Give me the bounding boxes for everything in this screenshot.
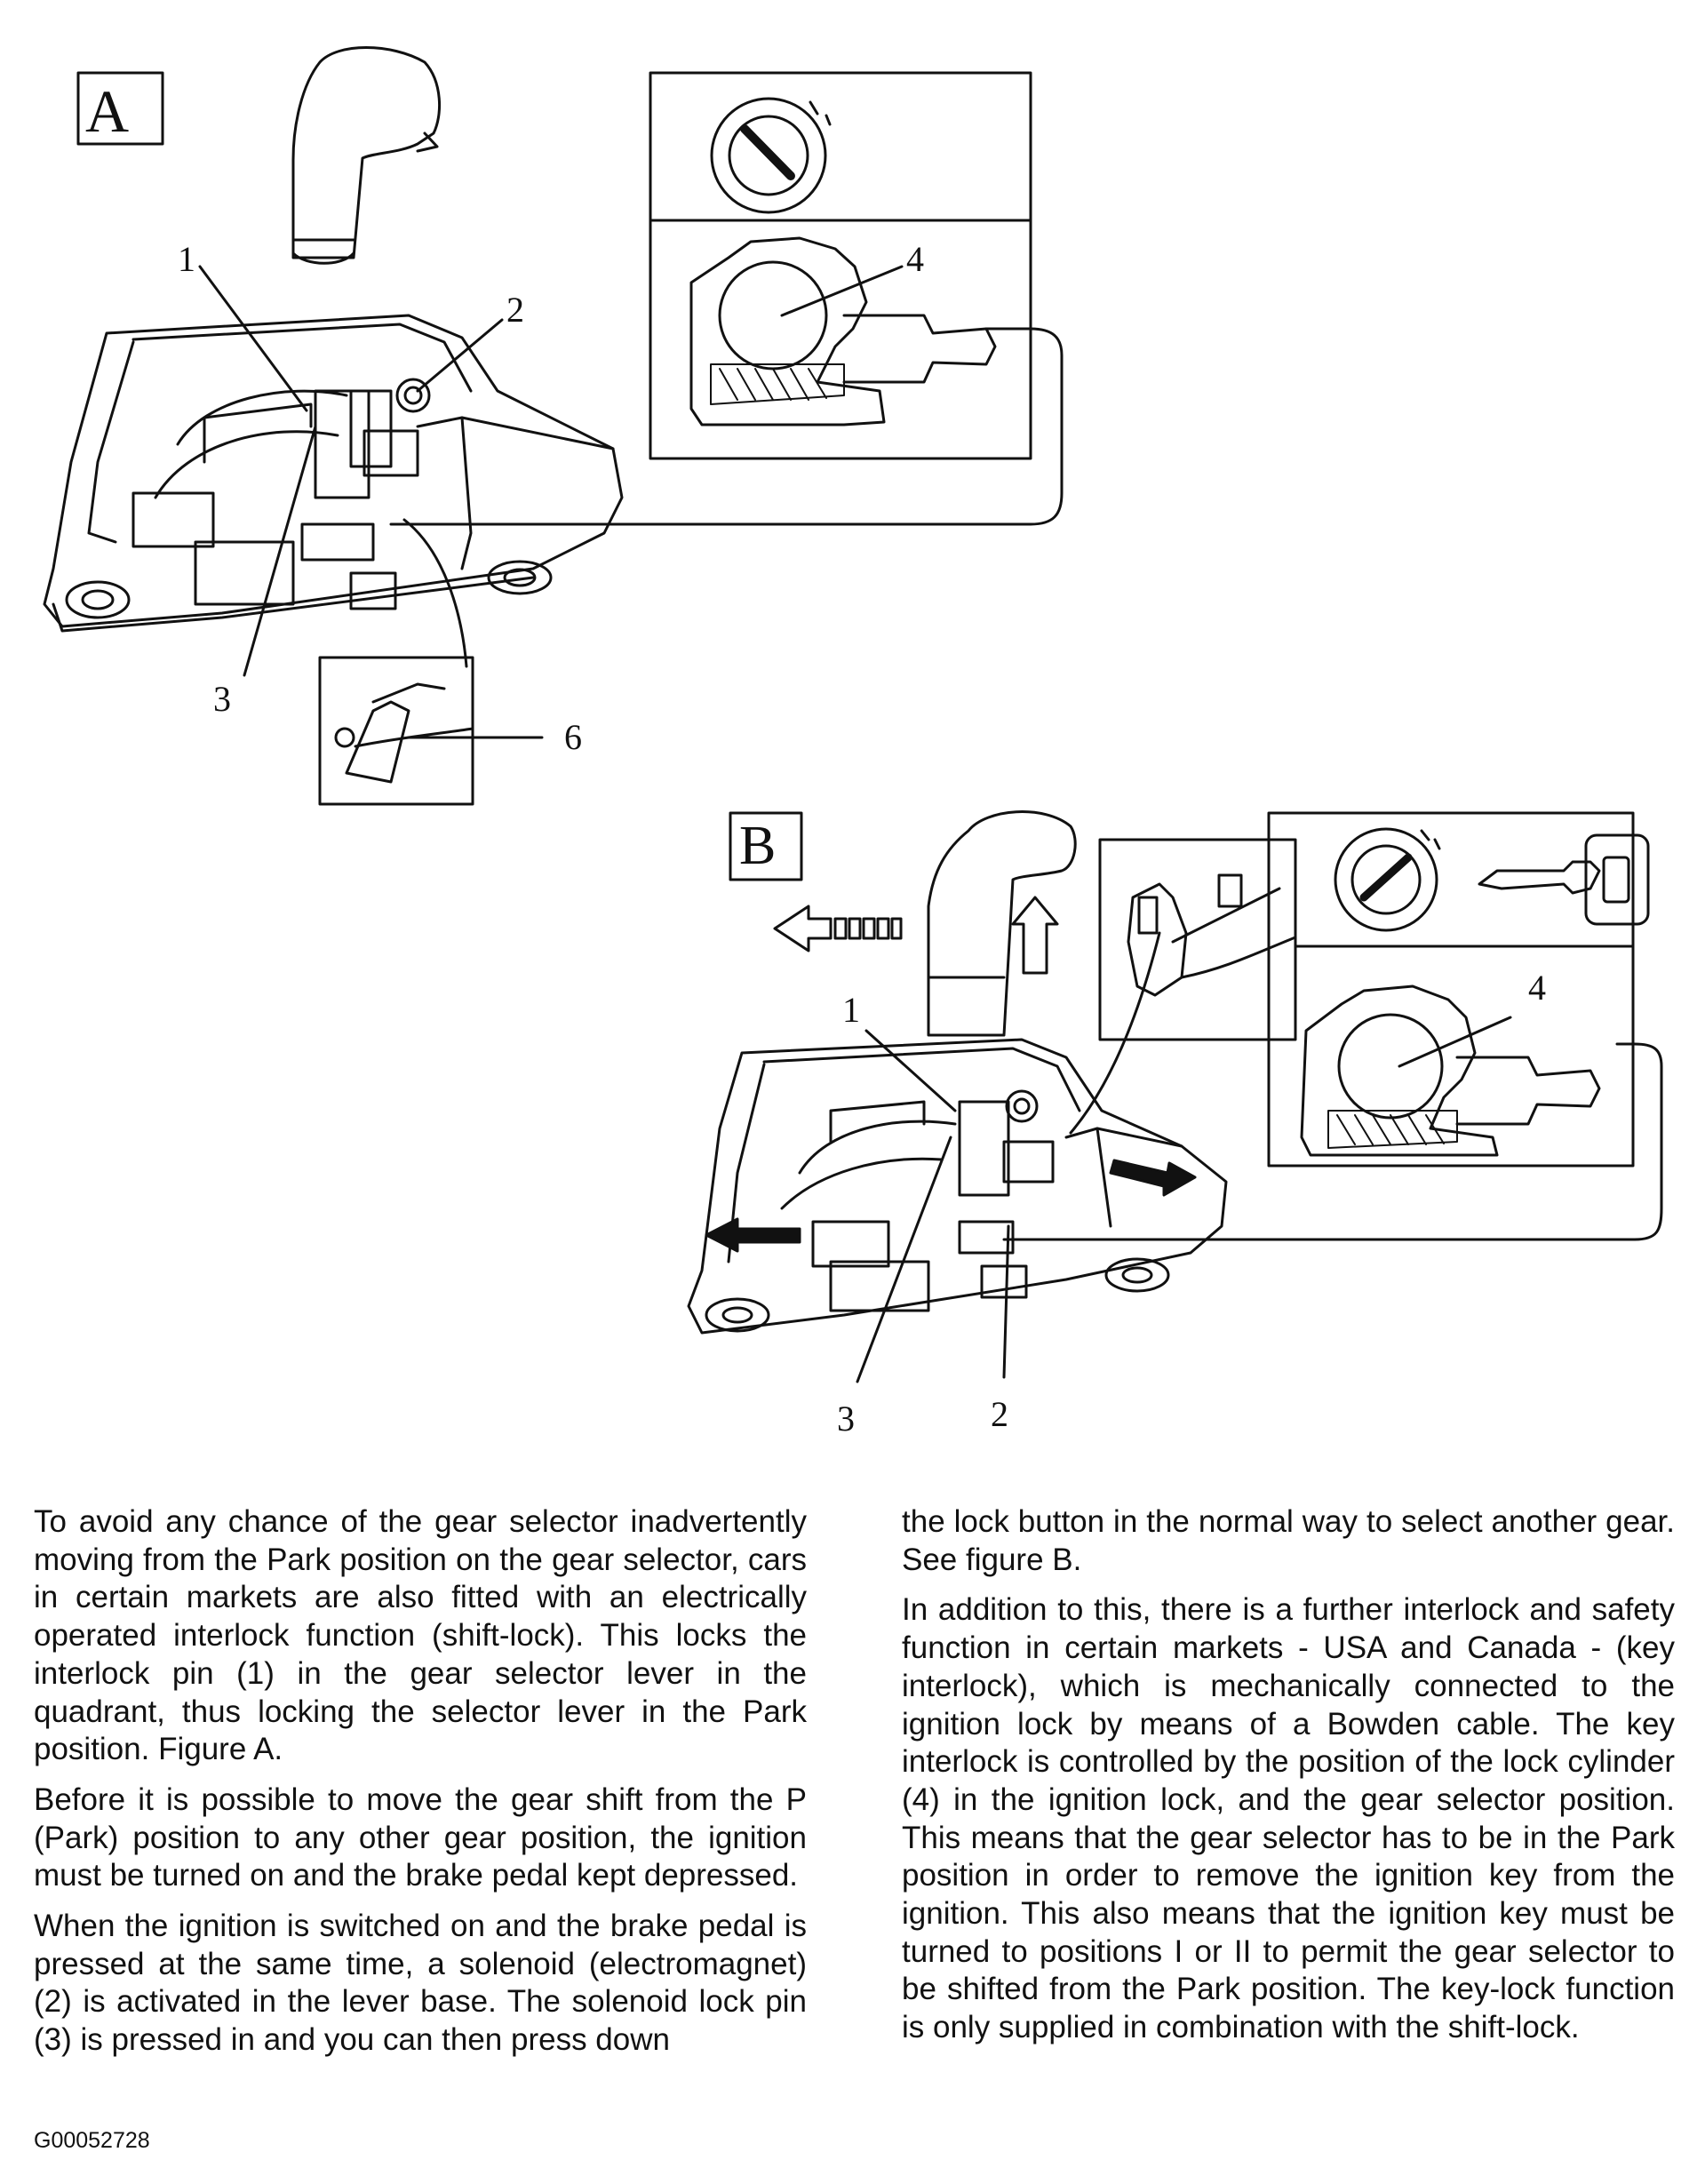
document-code: G00052728	[34, 2128, 150, 2153]
figure-b-brake-pedal-inset	[1098, 838, 1297, 1041]
figure-b-callout-4: 4	[1528, 968, 1546, 1008]
figure-b-solenoid-arrow-right	[1109, 1159, 1197, 1197]
figure-a-label-box	[76, 71, 164, 146]
ignition-key-icon	[1478, 860, 1601, 895]
figure-a-callout-6: 6	[564, 717, 582, 757]
text-column-left: To avoid any chance of the gear selector…	[34, 1503, 807, 2072]
figure-b-callout-3: 3	[837, 1399, 855, 1439]
paragraph: Before it is possible to move the gear s…	[34, 1781, 807, 1893]
illustration-area: A 1 2 3 4 6 B 1 2 3 4	[43, 46, 1663, 1439]
figure-b-label-box	[729, 811, 803, 881]
paragraph: To avoid any chance of the gear selector…	[34, 1504, 807, 1767]
figure-b-lift-arrow	[1011, 896, 1059, 975]
figure-b-lever-base	[687, 1038, 1228, 1335]
figure-a-callout-1: 1	[178, 239, 195, 279]
figure-b-callout-2: 2	[991, 1394, 1008, 1434]
paragraph: In addition to this, there is a further …	[902, 1592, 1675, 2045]
figure-a-callout-3: 3	[213, 679, 231, 719]
figure-a-callout-2: 2	[506, 290, 524, 330]
figure-a-lever-base	[43, 314, 624, 633]
paragraph: When the ignition is switched on and the…	[34, 1909, 807, 2058]
figure-b-lock-pin-arrow-left	[705, 1217, 801, 1253]
figure-a-solenoid-inset	[318, 656, 544, 806]
figure-b-ignition-inset	[1267, 811, 1650, 1168]
figure-a-callout-4: 4	[906, 239, 924, 279]
paragraph: the lock button in the normal way to sel…	[902, 1504, 1675, 1577]
figure-b	[687, 810, 1663, 1383]
figure-a-gear-lever	[291, 46, 442, 265]
figure-a-label: A	[85, 77, 129, 145]
text-column-right: the lock button in the normal way to sel…	[902, 1503, 1675, 2060]
figure-a	[43, 46, 1064, 806]
figure-b-shift-arrow-left	[773, 905, 903, 953]
figure-a-ignition-inset	[649, 71, 1032, 460]
figure-b-gear-lever	[927, 810, 1077, 1037]
figure-b-label: B	[739, 816, 776, 876]
figure-b-callout-1: 1	[842, 990, 860, 1030]
